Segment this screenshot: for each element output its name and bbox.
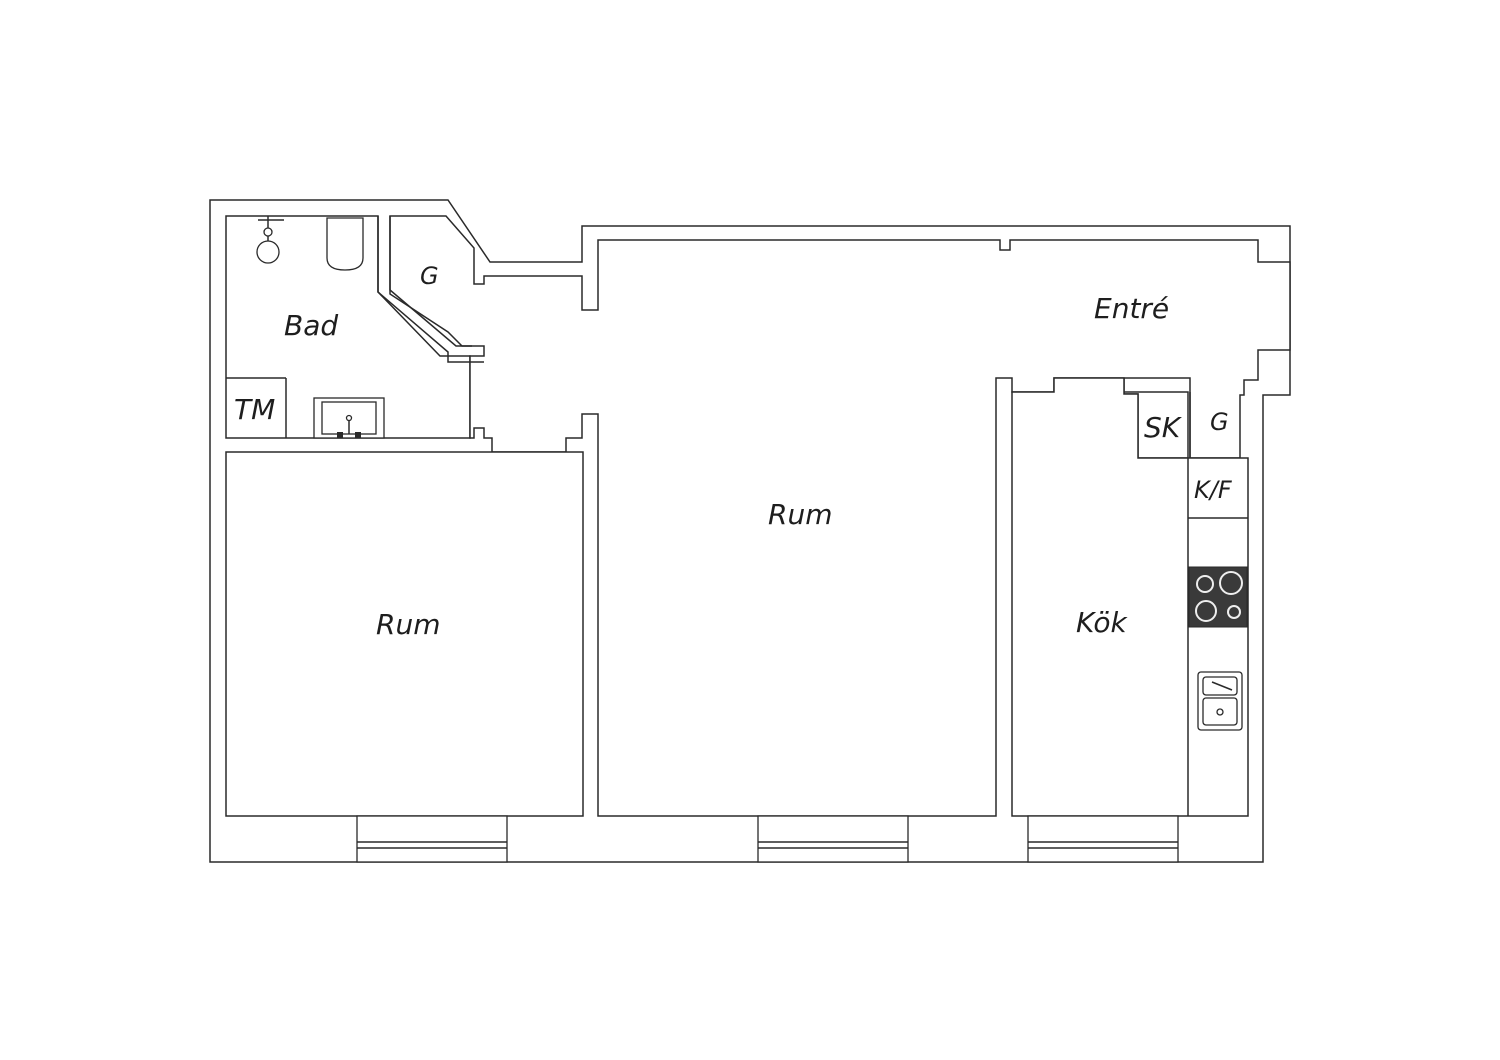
room-label-hallway: Entré (1094, 292, 1169, 325)
room-label-cabinet: SK (1144, 411, 1183, 444)
window-center (757, 815, 909, 863)
bath-closet-wall (377, 216, 484, 363)
room-label-closet-entry: G (1210, 408, 1229, 436)
room-label-kitchen: Kök (1076, 606, 1128, 639)
room-label-laundry: TM (234, 393, 275, 426)
room-label-bedroom: Rum (376, 608, 440, 641)
closet-diagonal (389, 216, 472, 347)
stove-icon (1188, 566, 1248, 628)
room-label-fridge: K/F (1194, 476, 1233, 504)
room-label-bathroom: Bad (284, 309, 338, 342)
window-left (356, 815, 508, 863)
washbasin-icon (313, 397, 385, 439)
room-label-living: Rum (768, 498, 832, 531)
toilet-icon (326, 217, 364, 271)
room-label-closet-bath: G (420, 262, 439, 290)
shower-icon (256, 216, 284, 264)
kitchen-sink-icon (1197, 671, 1243, 731)
bedroom-left-area (225, 451, 584, 817)
window-right (1027, 815, 1179, 863)
